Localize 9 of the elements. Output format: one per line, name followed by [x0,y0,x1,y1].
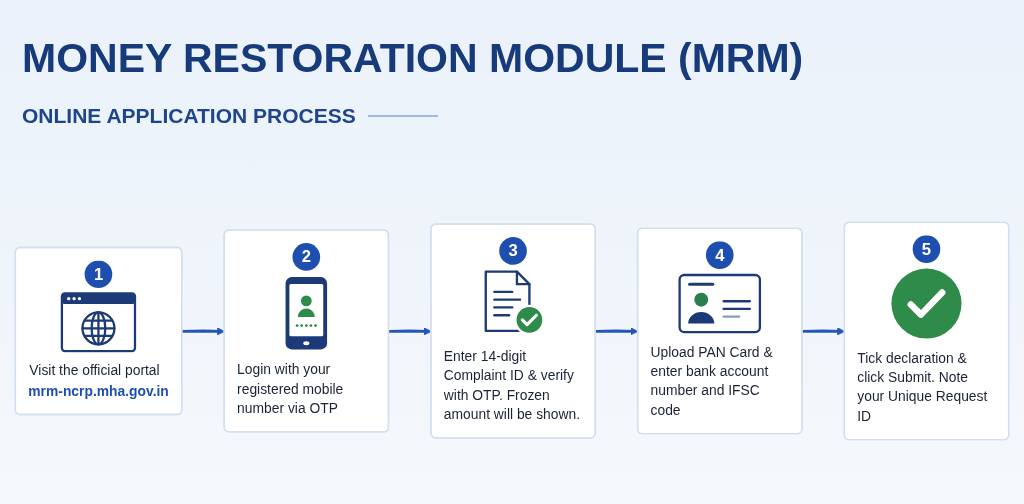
step-text: Visit the official portal [29,360,161,380]
step-text: Tick declaration & click Submit. Note your Unique Request ID [857,348,989,426]
step-text: Upload PAN Card & enter bank account number and IFSC code [650,342,774,420]
arrow [182,327,225,336]
title: MONEY RESTORATION MODULE (MRM) [22,34,804,82]
step-text: Login with your registered mobile number via OTP [237,360,345,418]
web-address: mrm-ncrp.mha.gov.in [28,381,169,401]
step-text: Enter 14-digit Complaint ID & verify with OTP. Frozen amount will be shown. [443,346,581,424]
subtitle: ONLINE APPLICATION PROCESS [22,104,356,128]
